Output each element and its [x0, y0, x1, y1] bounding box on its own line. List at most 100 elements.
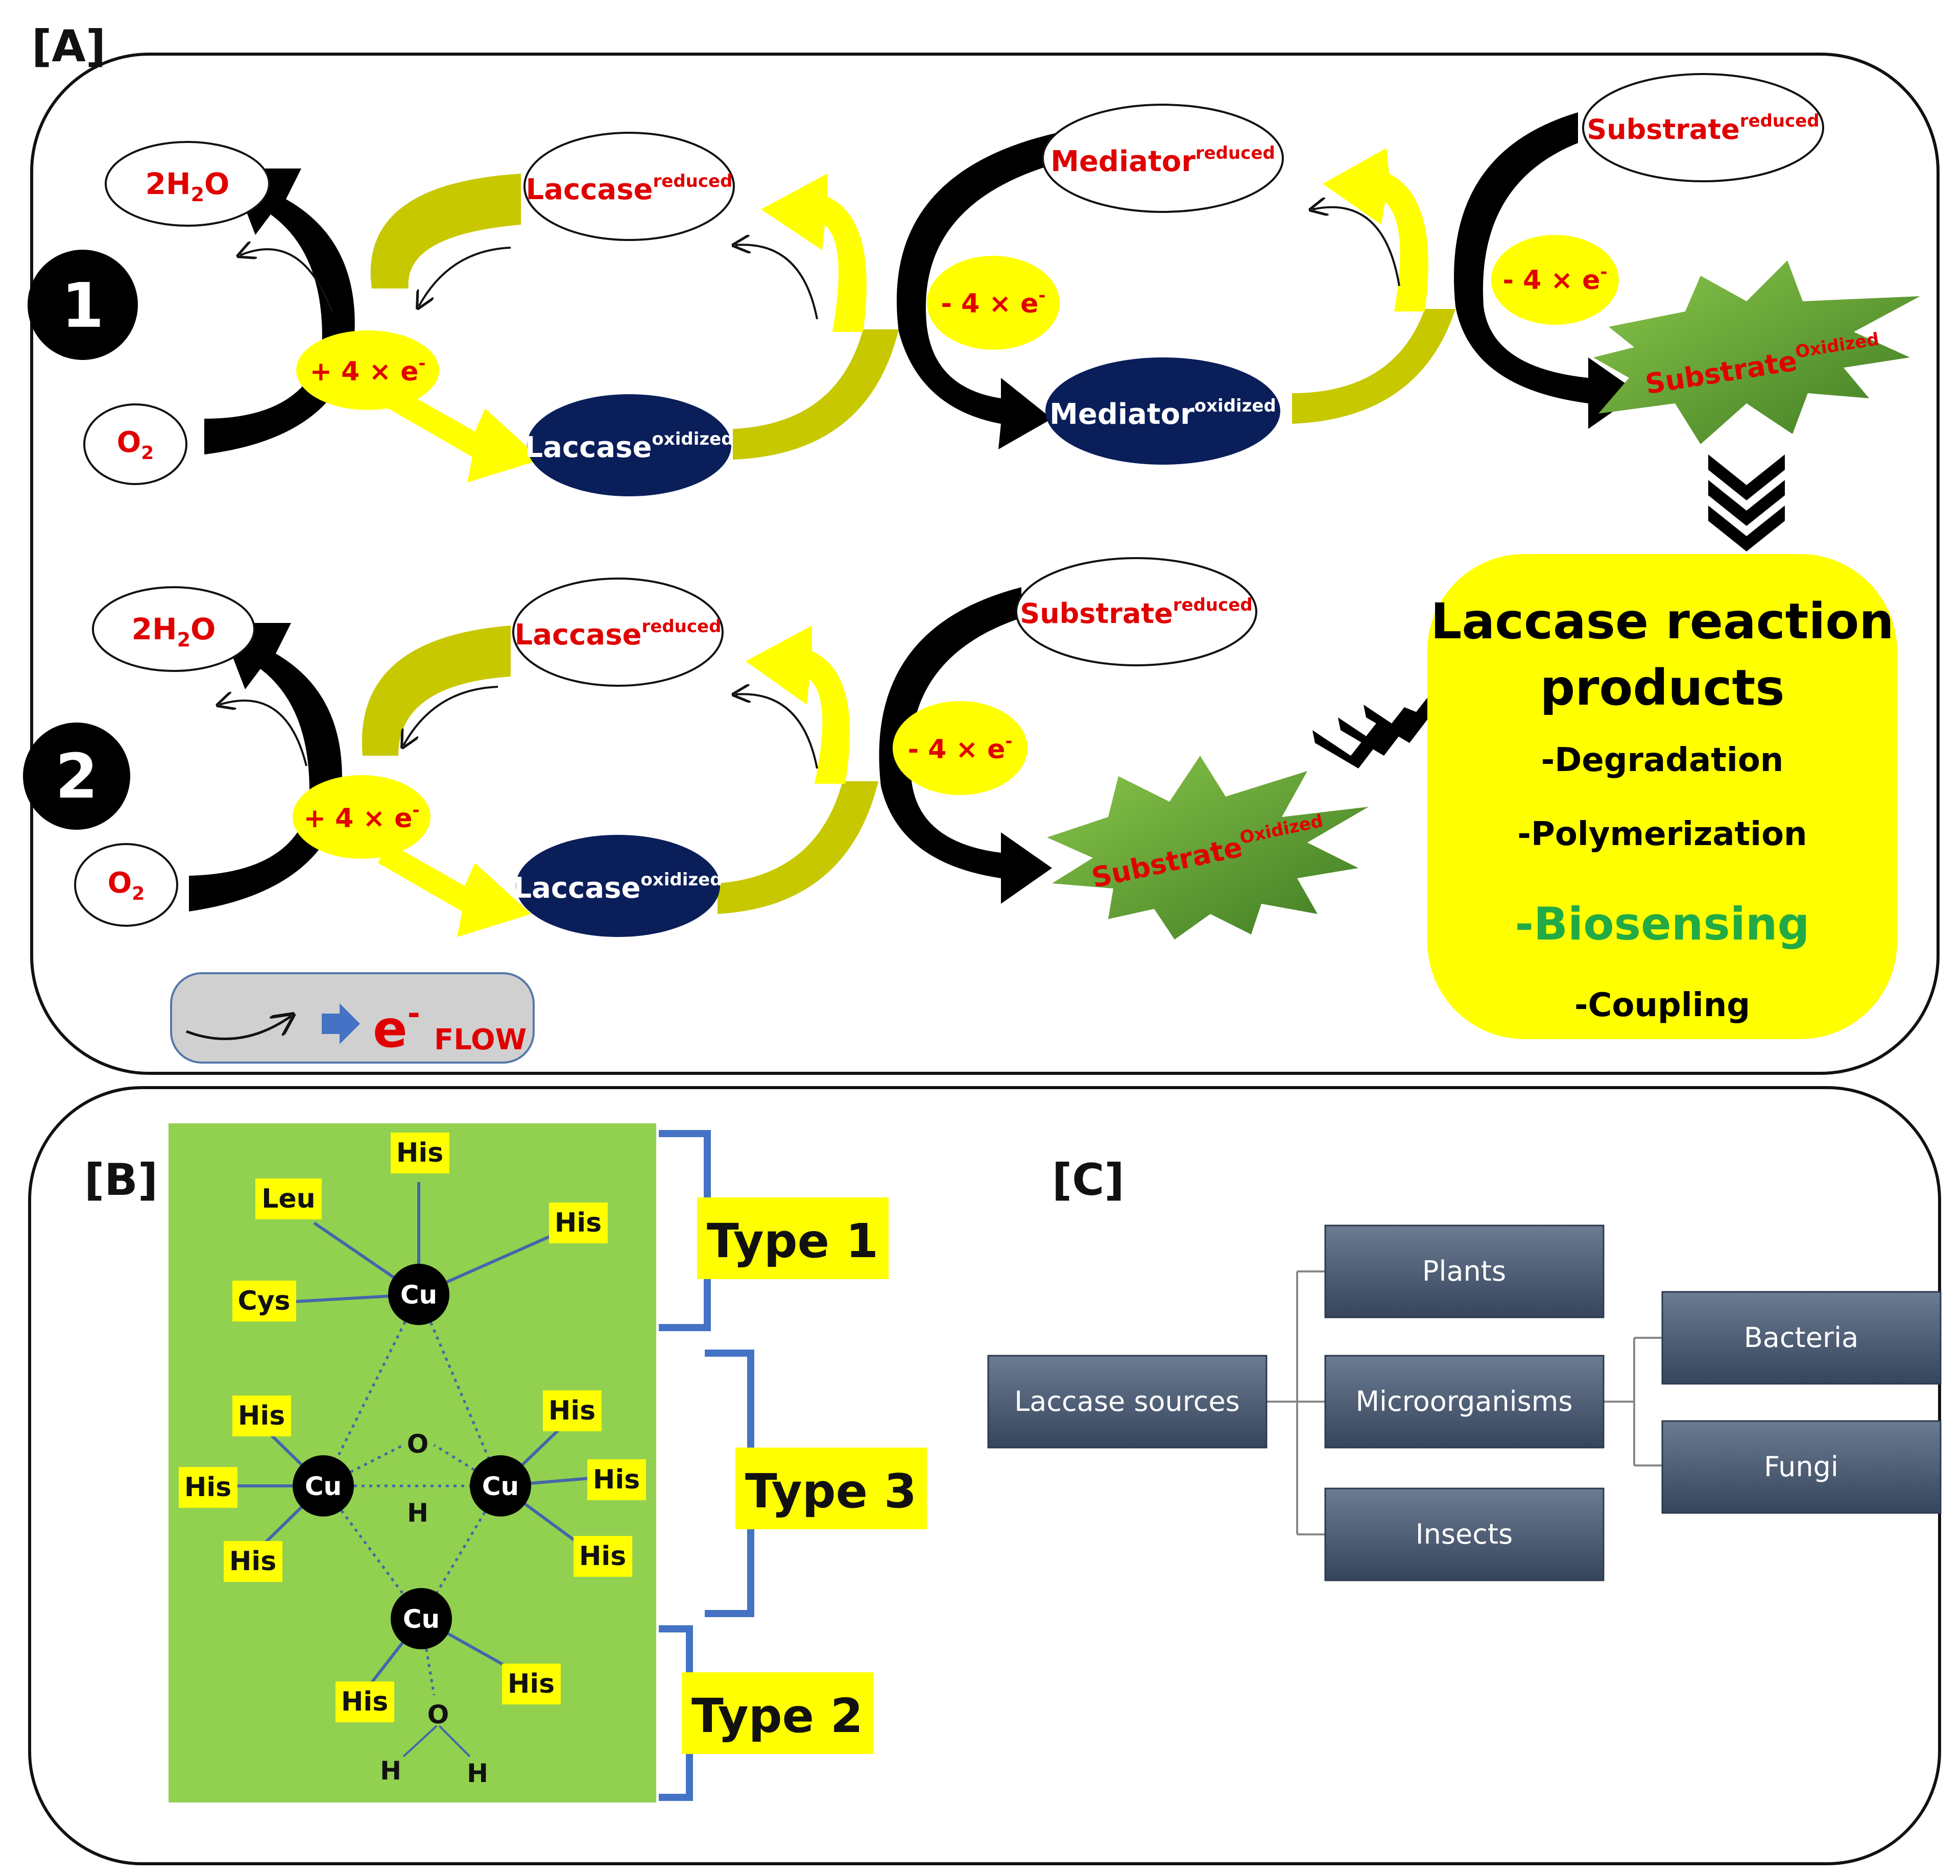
node-insects [1324, 1487, 1605, 1581]
node-insects-label: Insects [1416, 1518, 1513, 1550]
pathway-2: 2 2H2O O2 Laccasereduced Laccaseoxidized… [23, 557, 1443, 940]
mediator-oxidized-1 [1045, 357, 1280, 465]
electron-loss-substrate-1-label: - 4 × e- [1502, 262, 1607, 296]
type-2-label: Type 2 [691, 1689, 863, 1743]
laccase-oxidized-2-label: Laccaseoxidized [513, 870, 722, 905]
legend-blue-arrow [322, 1003, 360, 1044]
electron-loss-2-label: - 4 × e- [907, 731, 1012, 765]
yellow-arrow-1c [388, 388, 541, 483]
olive-arrow-1c [1292, 309, 1455, 424]
bridge-oxygen: O [407, 1429, 429, 1459]
yellow-arrow-1b [1323, 148, 1428, 311]
yellow-arrow-2a [746, 626, 850, 784]
water-1 [105, 141, 270, 227]
oxygen-1-label: O2 [117, 426, 154, 464]
panel-a-frame [30, 53, 1940, 1075]
node-plants-label: Plants [1422, 1255, 1506, 1287]
residue-leu: Leu [261, 1184, 315, 1214]
tree-connectors [1266, 1270, 1662, 1535]
flow-arrow-1c [735, 245, 818, 320]
electron-gain-1 [296, 330, 439, 410]
legend-curve-arrow [186, 1016, 291, 1041]
flow-arrow-2c [735, 694, 818, 769]
residue-his-t3-r2: His [593, 1464, 640, 1495]
tree-nodes: Laccase sources Plants Microorganisms In… [987, 1224, 1942, 1581]
residue-his-t2-left: His [341, 1687, 388, 1717]
water-hydrogen-right: H [467, 1759, 488, 1788]
type-1-label: Type 1 [707, 1214, 878, 1268]
mediator-reduced-1-label: Mediatorreduced [1050, 143, 1275, 178]
black-arrow-1c [1454, 112, 1639, 429]
flow-arrow-1a [240, 249, 333, 312]
oxygen-2-label: O2 [108, 867, 145, 904]
node-bacteria [1661, 1291, 1942, 1385]
copper-t3-right: Cu [482, 1472, 519, 1501]
flow-arrow-1b [419, 247, 511, 306]
laccase-reduced-1 [523, 132, 735, 241]
oxygen-1 [83, 403, 187, 485]
right-chevrons [1312, 694, 1443, 768]
residue-labels: His Leu His Cys His His His His His His … [179, 1133, 646, 1722]
laccase-oxidized-1-label: Laccaseoxidized [524, 429, 733, 464]
product-coupling: -Coupling [1574, 987, 1750, 1024]
node-fungi [1661, 1420, 1942, 1514]
products-box [1427, 554, 1897, 1039]
node-fungi-label: Fungi [1764, 1451, 1838, 1483]
laccase-reduced-1-label: Laccasereduced [526, 171, 733, 206]
electron-loss-2 [893, 701, 1027, 795]
products-title-line1: Laccase reaction [1430, 593, 1894, 650]
electron-gain-2-label: + 4 × e- [303, 800, 419, 834]
mediator-oxidized-1-label: Mediatoroxidized [1049, 396, 1276, 431]
olive-arrow-2a [362, 626, 511, 756]
electron-loss-mediator [927, 256, 1060, 350]
step-1-badge [28, 250, 138, 360]
substrate-reduced-1 [1582, 73, 1824, 182]
laccase-oxidized-1 [527, 394, 731, 496]
water-2 [92, 586, 255, 672]
water-hydrogen-left: H [380, 1756, 401, 1786]
olive-arrow-1a [370, 174, 521, 288]
oxygen-2 [74, 843, 178, 927]
node-laccase-sources [987, 1355, 1268, 1449]
electron-gain-2 [293, 775, 431, 859]
product-polymerization: -Polymerization [1517, 815, 1807, 853]
pathway-1: 1 2H2O O2 Laccasereduced Laccaseoxidized… [28, 73, 1920, 551]
residue-his-t1-top: His [396, 1138, 443, 1168]
product-degradation: -Degradation [1541, 741, 1784, 779]
legend-e-label: e- [373, 996, 420, 1059]
bridge-hydrogen: H [407, 1498, 428, 1528]
laccase-reduced-2 [512, 578, 724, 687]
panel-a-label: [A] [32, 21, 106, 72]
olive-arrow-2b [718, 781, 878, 914]
copper-t2: Cu [403, 1604, 440, 1634]
residue-cys: Cys [237, 1286, 290, 1316]
node-plants [1324, 1224, 1605, 1318]
yellow-arrow-2b [378, 843, 531, 937]
copper-t1: Cu [400, 1280, 437, 1310]
substrate-reduced-1-label: Substratereduced [1587, 111, 1819, 146]
node-microorganisms-label: Microorganisms [1355, 1385, 1572, 1417]
step-2-number: 2 [55, 741, 98, 812]
substrate-reduced-2 [1015, 557, 1257, 666]
laccase-reduced-2-label: Laccasereduced [515, 616, 722, 652]
residue-his-t1-right: His [555, 1208, 602, 1238]
node-bacteria-label: Bacteria [1744, 1321, 1859, 1354]
copper-atoms: Cu Cu Cu Cu [293, 1264, 531, 1649]
residue-his-t3-r1: His [548, 1396, 595, 1426]
mediator-reduced-1 [1042, 104, 1284, 213]
electron-gain-1-label: + 4 × e- [309, 353, 425, 387]
substrate-oxidized-1-star [1593, 260, 1920, 444]
laccase-oxidized-2 [516, 835, 720, 937]
panel-c-label: [C] [1052, 1155, 1125, 1206]
olive-arrow-1b [733, 329, 899, 460]
copper-t3-left: Cu [305, 1472, 342, 1501]
step-1-number: 1 [61, 271, 104, 342]
residue-his-t3-l1: His [238, 1401, 285, 1431]
type-3-label: Type 3 [745, 1464, 917, 1519]
electron-loss-substrate-1 [1491, 235, 1619, 325]
down-chevrons [1708, 454, 1785, 551]
black-arrow-2b [879, 587, 1052, 904]
node-laccase-sources-label: Laccase sources [1014, 1385, 1240, 1417]
